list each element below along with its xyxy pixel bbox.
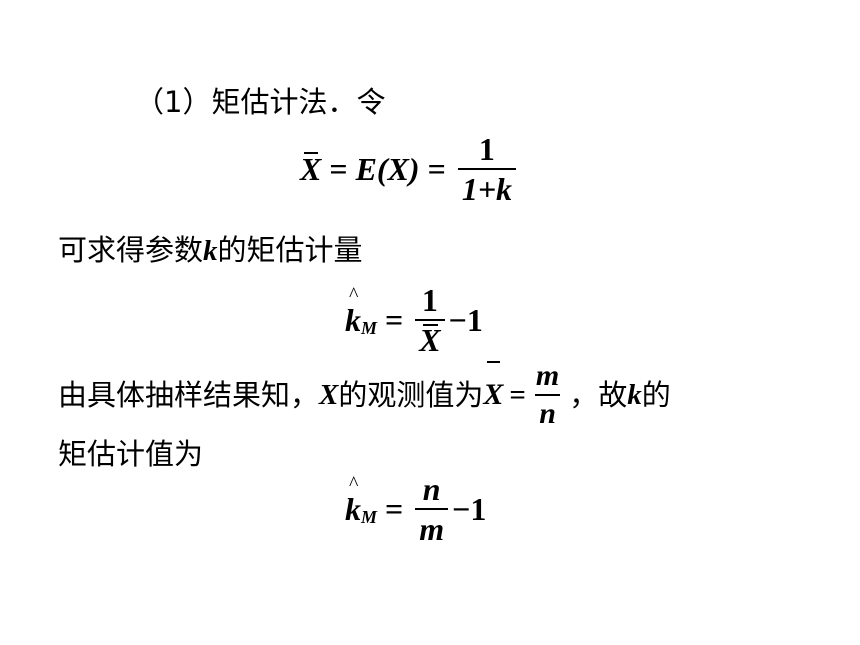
eq2-numerator: 1 (421, 282, 438, 318)
line2-var-k: k (203, 235, 218, 267)
eq3-denominator: m (415, 508, 449, 546)
line3-var-k: k (627, 379, 642, 411)
eq2-k-hat: k (345, 284, 361, 339)
line3-prefix: 由具体抽样结果知， (58, 378, 320, 412)
line3-var-x: X (319, 379, 339, 411)
inline-equals: = (509, 379, 526, 411)
line3-end: 的 (641, 378, 671, 412)
eq2-fraction: 1 X (415, 282, 445, 358)
eq3-tail: −1 (452, 490, 487, 527)
eq2-subscript: M (361, 317, 378, 338)
eq2-xbar: X (419, 322, 441, 358)
inline-numerator: m (535, 359, 560, 392)
eq3-equals: = (385, 490, 404, 527)
eq3-subscript: M (361, 506, 378, 527)
text-estimate-value: 矩估计值为 (58, 436, 203, 472)
line3-after: ，故 (569, 378, 628, 412)
line4-text: 矩估计值为 (58, 437, 204, 471)
eq1-fraction: 1 1+k (457, 131, 517, 206)
inline-fraction: m n (532, 360, 563, 430)
eq3-numerator: n (422, 471, 441, 507)
equation-estimate: kM = n m −1 (345, 472, 486, 546)
heading-moment-method: （1）矩估计法．令 (135, 84, 385, 120)
inline-xbar: X (483, 360, 503, 430)
inline-denominator: n (535, 394, 560, 430)
eq1-equals-2: = (427, 150, 446, 187)
eq2-equals: = (385, 301, 404, 338)
equation-estimator: kM = 1 X −1 (345, 283, 483, 357)
eq1-denominator: 1+k (457, 168, 517, 206)
eq2-denominator: X (415, 319, 445, 358)
text-solve-parameter: 可求得参数k的矩估计量 (58, 232, 363, 269)
eq3-fraction: n m (415, 471, 449, 546)
line2-prefix: 可求得参数 (58, 233, 204, 267)
line2-suffix: 的矩估计量 (217, 233, 363, 267)
eq1-equals-1: = (329, 150, 348, 187)
heading-text: （1）矩估计法．令 (135, 85, 386, 119)
eq2-tail: −1 (448, 301, 483, 338)
line3-mid: 的观测值为 (338, 378, 484, 412)
eq3-k-hat: k (345, 473, 361, 528)
equation-moment: X = E(X) = 1 1+k (300, 132, 520, 206)
eq1-expectation: E(X) (355, 150, 420, 187)
eq1-xbar: X (300, 150, 322, 187)
eq1-numerator: 1 (478, 131, 495, 167)
